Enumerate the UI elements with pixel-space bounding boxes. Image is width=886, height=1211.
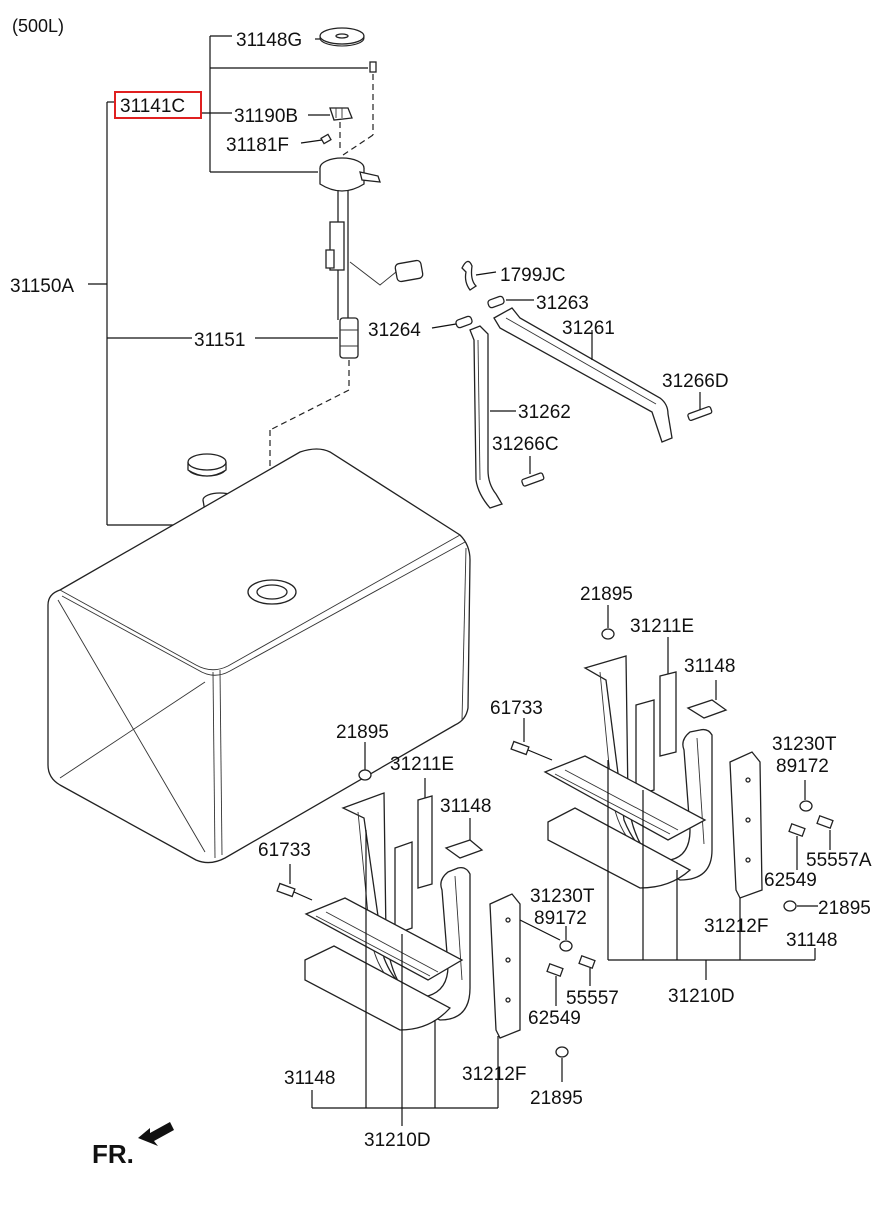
label-front-62549: 62549 [528,1008,581,1029]
label-31151: 31151 [194,330,245,351]
label-rear-21895-top: 21895 [580,584,633,605]
label-31262: 31262 [518,402,571,423]
label-31190b: 31190B [234,106,298,127]
label-front-21895-top: 21895 [336,722,389,743]
label-31141c: 31141C [120,96,185,117]
label-31261: 31261 [562,318,615,339]
highlight-box [114,91,202,119]
label-31150a: 31150A [10,276,74,297]
label-rear-61733: 61733 [490,698,543,719]
label-rear-21895-bot: 21895 [818,898,871,919]
label-31263: 31263 [536,293,589,314]
front-direction-label: FR. [92,1139,134,1169]
label-31264: 31264 [368,320,421,341]
label-front-31211e: 31211E [390,754,454,775]
sender-unit-31151 [269,157,424,585]
label-rear-31230t: 31230T [772,734,837,755]
variant-label: (500L) [12,16,64,36]
label-31266d: 31266D [662,371,729,392]
label-front-31148-top: 31148 [440,796,491,817]
label-31181f: 31181F [226,135,289,156]
screw [342,61,377,156]
label-front-31148-bot: 31148 [284,1068,335,1089]
front-step-group [276,742,596,1126]
front-arrow-icon [138,1122,174,1146]
label-31148g: 31148G [236,30,302,51]
fuel-tank-31150a [47,448,471,864]
sender-group-leaders [88,35,368,526]
connector-31190b [329,107,353,152]
label-front-55557: 55557 [566,988,619,1009]
label-rear-62549: 62549 [764,870,817,891]
label-front-31210d: 31210D [364,1130,431,1151]
label-rear-89172: 89172 [776,756,829,777]
clip-31181f [320,133,332,145]
rear-step-group [510,605,834,980]
label-31266c: 31266C [492,434,559,455]
label-1799jc: 1799JC [500,265,566,286]
label-front-31212f: 31212F [462,1064,526,1085]
gasket-31148g [319,27,365,47]
label-rear-31210d: 31210D [668,986,735,1007]
strap-group [431,260,713,509]
label-rear-55557a: 55557A [806,850,872,871]
label-rear-31212f: 31212F [704,916,768,937]
label-front-61733: 61733 [258,840,311,861]
label-front-31230t: 31230T [530,886,595,907]
label-front-21895-bot: 21895 [530,1088,583,1109]
label-rear-31148-top: 31148 [684,656,735,677]
label-rear-31211e: 31211E [630,616,694,637]
label-rear-31148-bot: 31148 [786,930,837,951]
label-front-89172: 89172 [534,908,587,929]
